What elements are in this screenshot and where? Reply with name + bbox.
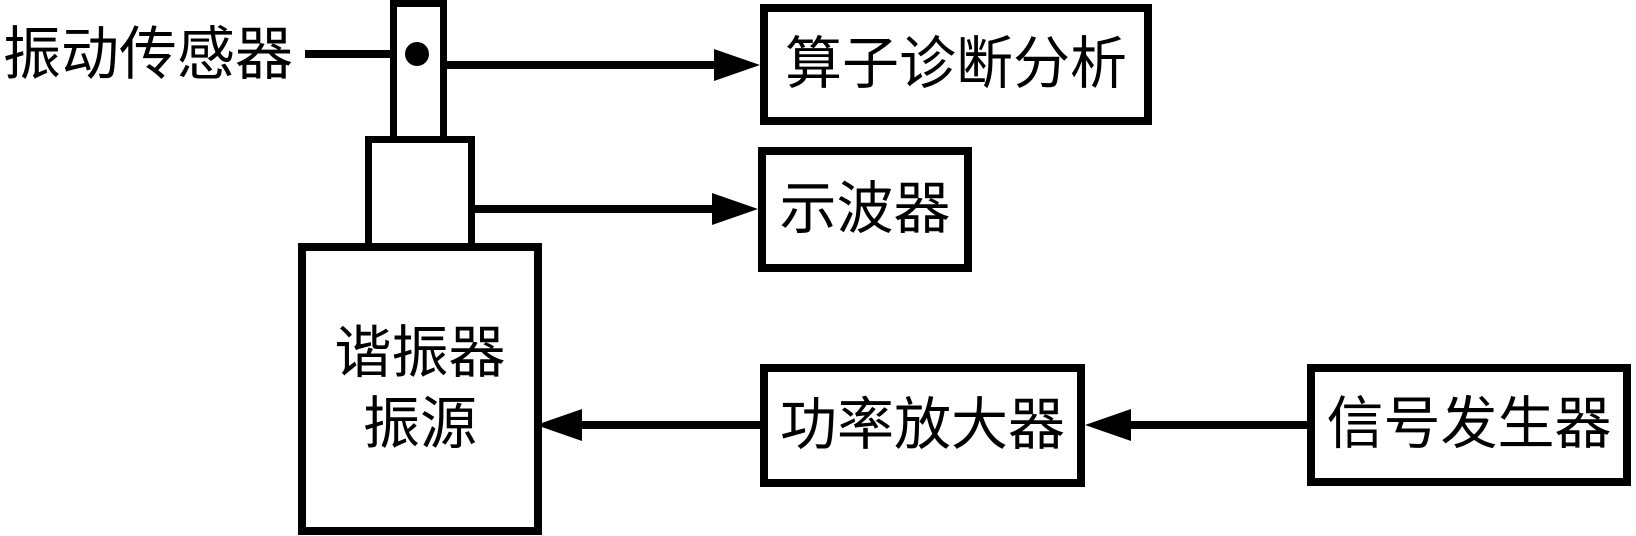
signal-generator-box: 信号发生器 <box>1307 364 1631 486</box>
amplifier-to-resonator-line <box>580 421 762 429</box>
generator-to-amplifier-arrowhead-icon <box>1085 409 1131 441</box>
oscilloscope-box: 示波器 <box>758 147 972 272</box>
probe-to-diagnosis-line <box>440 61 714 69</box>
vibration-sensor-label: 振动传感器 <box>3 22 294 87</box>
mount-to-oscilloscope-arrowhead-icon <box>712 193 758 225</box>
diagnosis-analysis-box: 算子诊断分析 <box>760 4 1152 125</box>
sensor-mount-rect <box>365 136 475 243</box>
mount-to-oscilloscope-line <box>468 205 714 213</box>
signal-generator-label: 信号发生器 <box>1326 393 1612 457</box>
resonator-source-box: 谐振器 振源 <box>298 243 542 535</box>
sensor-probe-rect <box>390 0 447 138</box>
sensor-lead-line <box>305 50 417 58</box>
probe-to-diagnosis-arrowhead-icon <box>714 49 760 81</box>
amplifier-to-resonator-arrowhead-icon <box>536 409 582 441</box>
sensor-connection-dot <box>405 42 429 66</box>
oscilloscope-label: 示波器 <box>779 177 951 241</box>
resonator-label-line1: 谐振器 <box>334 321 506 385</box>
power-amplifier-box: 功率放大器 <box>760 364 1085 487</box>
diagnosis-analysis-label: 算子诊断分析 <box>785 32 1127 96</box>
generator-to-amplifier-line <box>1129 421 1309 429</box>
resonator-label-line2: 振源 <box>363 393 477 456</box>
power-amplifier-label: 功率放大器 <box>780 393 1065 457</box>
